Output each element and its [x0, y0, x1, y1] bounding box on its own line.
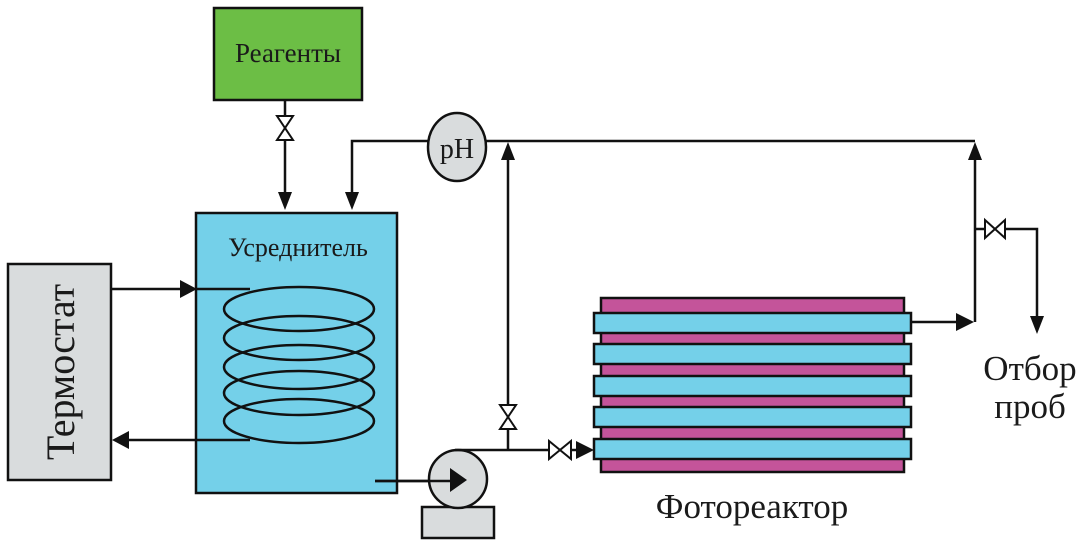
- reagents-valve-icon[interactable]: [275, 115, 295, 141]
- thermostat-node: Термостат: [6, 262, 113, 482]
- equalizer-label: Усреднитель: [228, 233, 368, 262]
- sampling-arrow-icon: [1030, 316, 1044, 334]
- reagents-node: Реагенты: [212, 6, 364, 102]
- return-arrow-icon: [112, 431, 129, 449]
- pump-arrow-icon: [450, 468, 467, 492]
- reagents-label: Реагенты: [235, 38, 341, 68]
- reactor-tube: [592, 405, 913, 429]
- photoreactor-label: Фотореактор: [656, 487, 848, 526]
- ph-return-arrow-icon: [345, 192, 359, 210]
- pump-base: [420, 505, 496, 540]
- bypass-arrow-icon: [501, 142, 515, 160]
- thermostat-label: Термостат: [38, 284, 83, 460]
- ph-return-line: [350, 139, 430, 196]
- reactor-inlet-arrow-icon: [576, 441, 594, 459]
- ph-sensor: [426, 111, 488, 183]
- sampling-label: Отбор проб: [983, 349, 1076, 426]
- sampling-label-line2: проб: [994, 387, 1066, 426]
- ph-sensor-node: pH: [426, 111, 488, 183]
- reactor-tube: [592, 374, 913, 398]
- thermostat-box: [6, 262, 113, 482]
- ph-sensor-label: pH: [440, 134, 474, 165]
- reactor-tube: [592, 342, 913, 366]
- riser-arrow-icon: [968, 142, 982, 160]
- pump-node: [375, 448, 496, 540]
- reactor-tube: [592, 437, 913, 461]
- outlet-arrow-icon: [956, 313, 974, 331]
- sampling-label-line1: Отбор: [983, 349, 1076, 388]
- sampling-line: [975, 227, 1039, 318]
- reagents-box: [212, 6, 364, 102]
- sampling-valve-icon[interactable]: [984, 217, 1006, 241]
- photoreactor-node: [592, 296, 913, 474]
- heat-exchanger-coil-icon: [196, 285, 376, 445]
- reactor-inlet-valve-icon[interactable]: [548, 438, 572, 462]
- reactor-tube: [592, 311, 913, 335]
- supply-arrow-icon: [180, 280, 197, 298]
- bypass-valve-icon[interactable]: [498, 404, 518, 430]
- equalizer-tank: [194, 211, 399, 495]
- reagents-arrow-icon: [278, 192, 292, 210]
- equalizer-node: Усреднитель: [194, 211, 399, 495]
